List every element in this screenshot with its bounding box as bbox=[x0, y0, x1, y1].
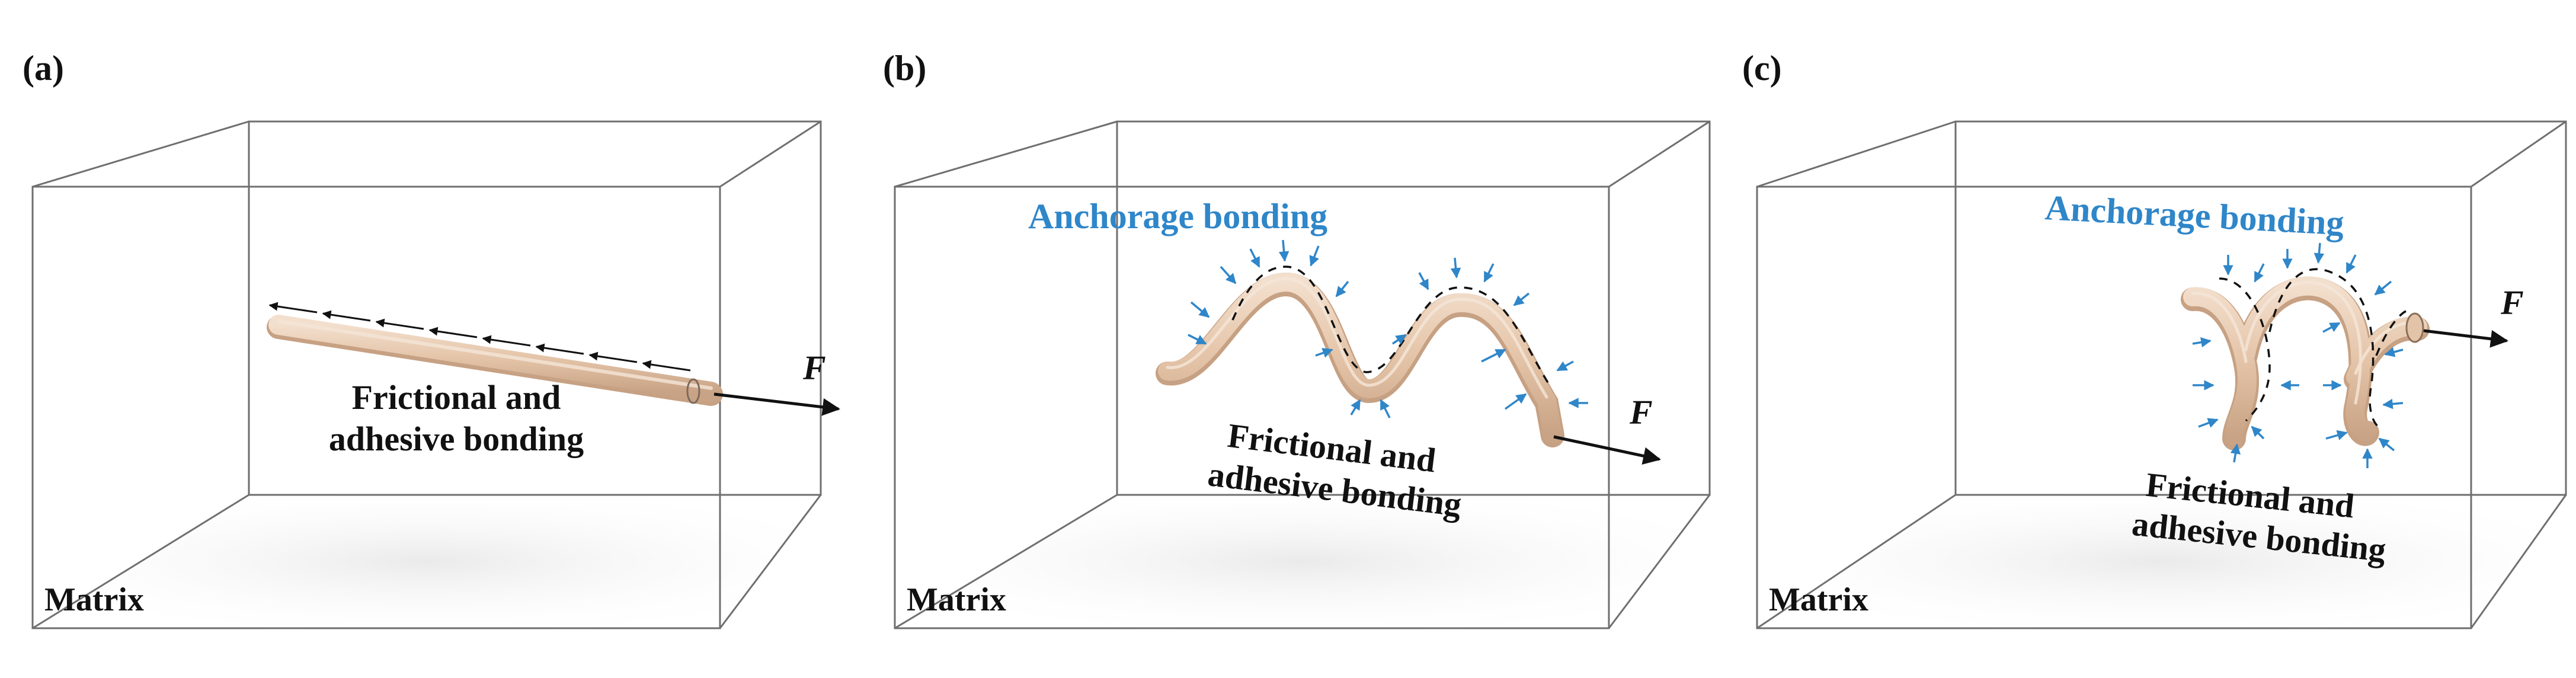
matrix-edge-c1 bbox=[1756, 120, 1956, 188]
matrix-edge-a2 bbox=[719, 120, 821, 188]
force-arrow-a bbox=[713, 392, 840, 416]
matrix-edge-b3 bbox=[1608, 494, 1711, 629]
matrix-edge-b1 bbox=[894, 120, 1118, 188]
force-arrow-c bbox=[2423, 329, 2508, 348]
matrix-label-a: Matrix bbox=[44, 581, 144, 618]
anchorage-arrows-b bbox=[1188, 239, 1588, 418]
friction-arrows-a bbox=[268, 302, 691, 372]
matrix-floor-shade-b bbox=[895, 495, 1710, 628]
matrix-edge-c3 bbox=[2470, 494, 2567, 629]
straight-fiber-a bbox=[267, 315, 723, 406]
matrix-edge-c4 bbox=[1756, 494, 1956, 629]
anchorage-label-b: Anchorage bonding bbox=[1028, 197, 1327, 236]
panel-a: (a) bbox=[23, 49, 840, 629]
anchorage-label-c: Anchorage bonding bbox=[2044, 188, 2345, 242]
matrix-label-b: Matrix bbox=[907, 581, 1006, 618]
panel-c: (c) bbox=[1742, 49, 2567, 629]
matrix-edge-b2 bbox=[1608, 120, 1710, 188]
matrix-label-c: Matrix bbox=[1769, 581, 1868, 618]
matrix-floor-shade-c bbox=[1757, 495, 2566, 628]
matrix-floor-shade-a bbox=[33, 495, 821, 628]
fiber-end-a bbox=[686, 378, 700, 404]
fiber-end-c bbox=[2405, 312, 2424, 343]
matrix-edge-b4 bbox=[894, 494, 1118, 629]
friction-arrows-c bbox=[2219, 268, 2407, 428]
matrix-box-a bbox=[31, 120, 822, 629]
force-arrow-b bbox=[1553, 435, 1661, 465]
force-label-a: F bbox=[802, 348, 826, 387]
panel-letter-b: (b) bbox=[883, 49, 926, 88]
panel-letter-a: (a) bbox=[23, 49, 64, 88]
matrix-box-b bbox=[894, 120, 1711, 629]
hooked-fiber-c bbox=[2181, 276, 2430, 450]
bond-label-a-line2: adhesive bonding bbox=[329, 420, 584, 458]
bond-label-a-line1: Frictional and bbox=[352, 378, 561, 417]
matrix-box-c bbox=[1756, 120, 2567, 629]
panel-letter-c: (c) bbox=[1742, 49, 1782, 88]
wavy-fiber-b bbox=[1156, 272, 1564, 447]
panel-b: (b) bbox=[883, 49, 1711, 629]
matrix-edge-c2 bbox=[2471, 120, 2567, 188]
anchorage-arrows-c bbox=[2192, 242, 2404, 468]
matrix-edge-a3 bbox=[719, 494, 822, 629]
matrix-edge-a4 bbox=[32, 494, 249, 629]
matrix-edge-a1 bbox=[32, 120, 249, 188]
force-label-c: F bbox=[2500, 283, 2524, 322]
force-label-b: F bbox=[1629, 393, 1653, 431]
